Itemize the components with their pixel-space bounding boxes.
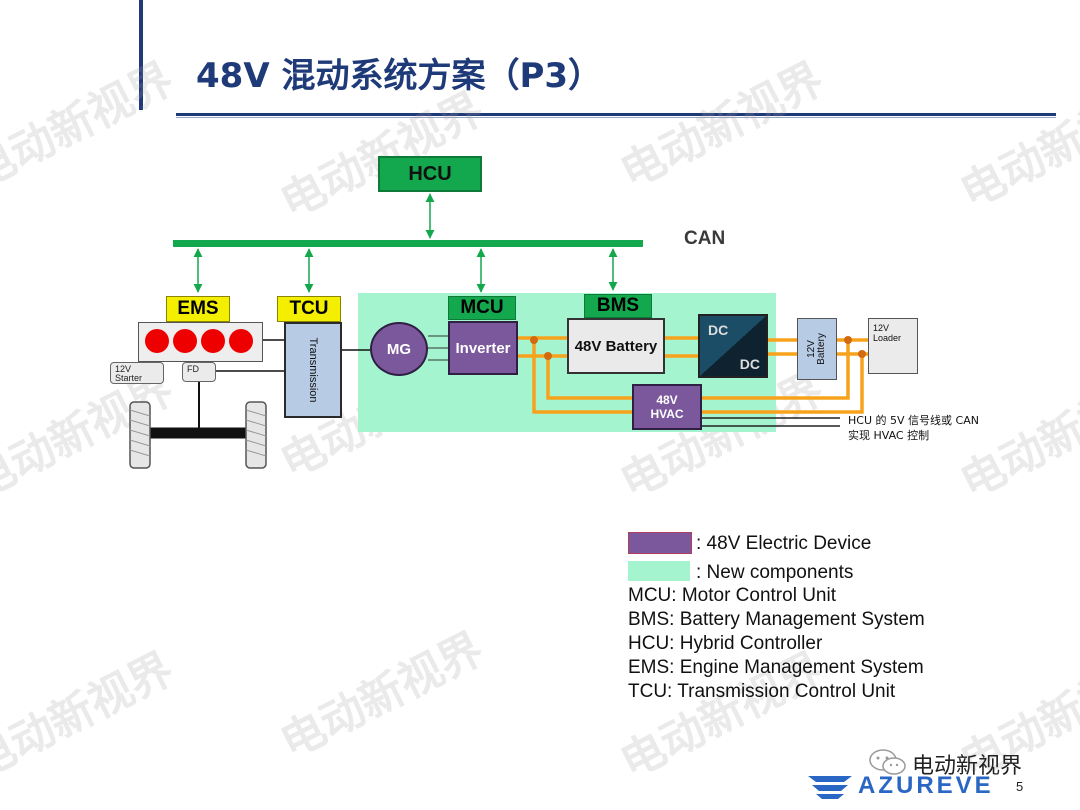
engine-block (138, 322, 263, 362)
page-number: 5 (1016, 779, 1024, 794)
hvac-control-note-line-1: HCU 的 5V 信号线或 CAN (848, 414, 979, 427)
engine-cylinder (229, 329, 253, 353)
inverter-box: Inverter (448, 321, 518, 375)
loader-12v-label: 12V Loader (873, 323, 902, 343)
starter-12v-box: 12V Starter (110, 362, 164, 384)
can-label: CAN (684, 228, 726, 249)
transmission-box: Transmission (284, 322, 342, 418)
starter-12v-label: 12V Starter (115, 364, 143, 383)
hvac-control-note-line-2: 实现 HVAC 控制 (848, 429, 930, 442)
hvac-48v-label: 48V HVAC (650, 393, 684, 421)
drivetrain-lines (148, 339, 370, 439)
dcdc-output-label: DC (739, 356, 760, 372)
abbreviation-line: EMS: Engine Management System (628, 657, 924, 678)
wechat-account-name: 电动新视界 (912, 754, 1023, 779)
abbreviation-line: BMS: Battery Management System (628, 609, 925, 630)
motor-generator: MG (370, 322, 428, 376)
legend-electric-device-label: : 48V Electric Device (696, 533, 872, 554)
wechat-icon (869, 749, 906, 775)
hcu-box: HCU (378, 156, 482, 192)
bms-label: BMS (584, 294, 652, 318)
dcdc-converter: DC DC (698, 314, 768, 378)
loader-12v-box: 12V Loader (868, 318, 918, 374)
engine-cylinder (201, 329, 225, 353)
title-underline-shadow (176, 117, 1056, 118)
hvac-control-lines (702, 417, 840, 427)
engine-cylinder (173, 329, 197, 353)
orange-48v-wiring (518, 336, 868, 414)
legend-swatch-electric-device (628, 532, 692, 554)
mcu-label: MCU (448, 296, 516, 320)
azureve-logo-icon (808, 776, 852, 799)
hvac-48v-box: 48V HVAC (632, 384, 702, 430)
final-drive-box: FD (182, 362, 216, 382)
battery-12v-label: 12V Battery (806, 333, 827, 365)
slide-title: 48V 混动系统方案（P3） (196, 56, 603, 96)
final-drive-label: FD (187, 364, 199, 374)
title-accent-bar (139, 0, 143, 110)
abbreviation-line: MCU: Motor Control Unit (628, 585, 836, 606)
brand-logo-text: AZUREVE (858, 772, 994, 799)
legend-new-components-label: : New components (696, 562, 854, 583)
battery-12v-box: 12V Battery (797, 318, 837, 380)
wheel-left (129, 401, 151, 469)
engine-cylinder (145, 329, 169, 353)
orange-junction-dots (530, 336, 866, 360)
abbreviation-line: TCU: Transmission Control Unit (628, 681, 896, 702)
tcu-label: TCU (277, 296, 341, 322)
legend-swatch-new-components (628, 561, 690, 581)
wheel-right (245, 401, 267, 469)
dcdc-input-label: DC (708, 322, 729, 338)
mg-inverter-wires (428, 335, 448, 361)
title-underline (176, 113, 1056, 116)
transmission-label: Transmission (307, 337, 319, 403)
battery-48v-box: 48V Battery (567, 318, 665, 374)
can-bus (173, 240, 643, 247)
abbreviation-line: HCU: Hybrid Controller (628, 633, 823, 654)
ems-label: EMS (166, 296, 230, 322)
